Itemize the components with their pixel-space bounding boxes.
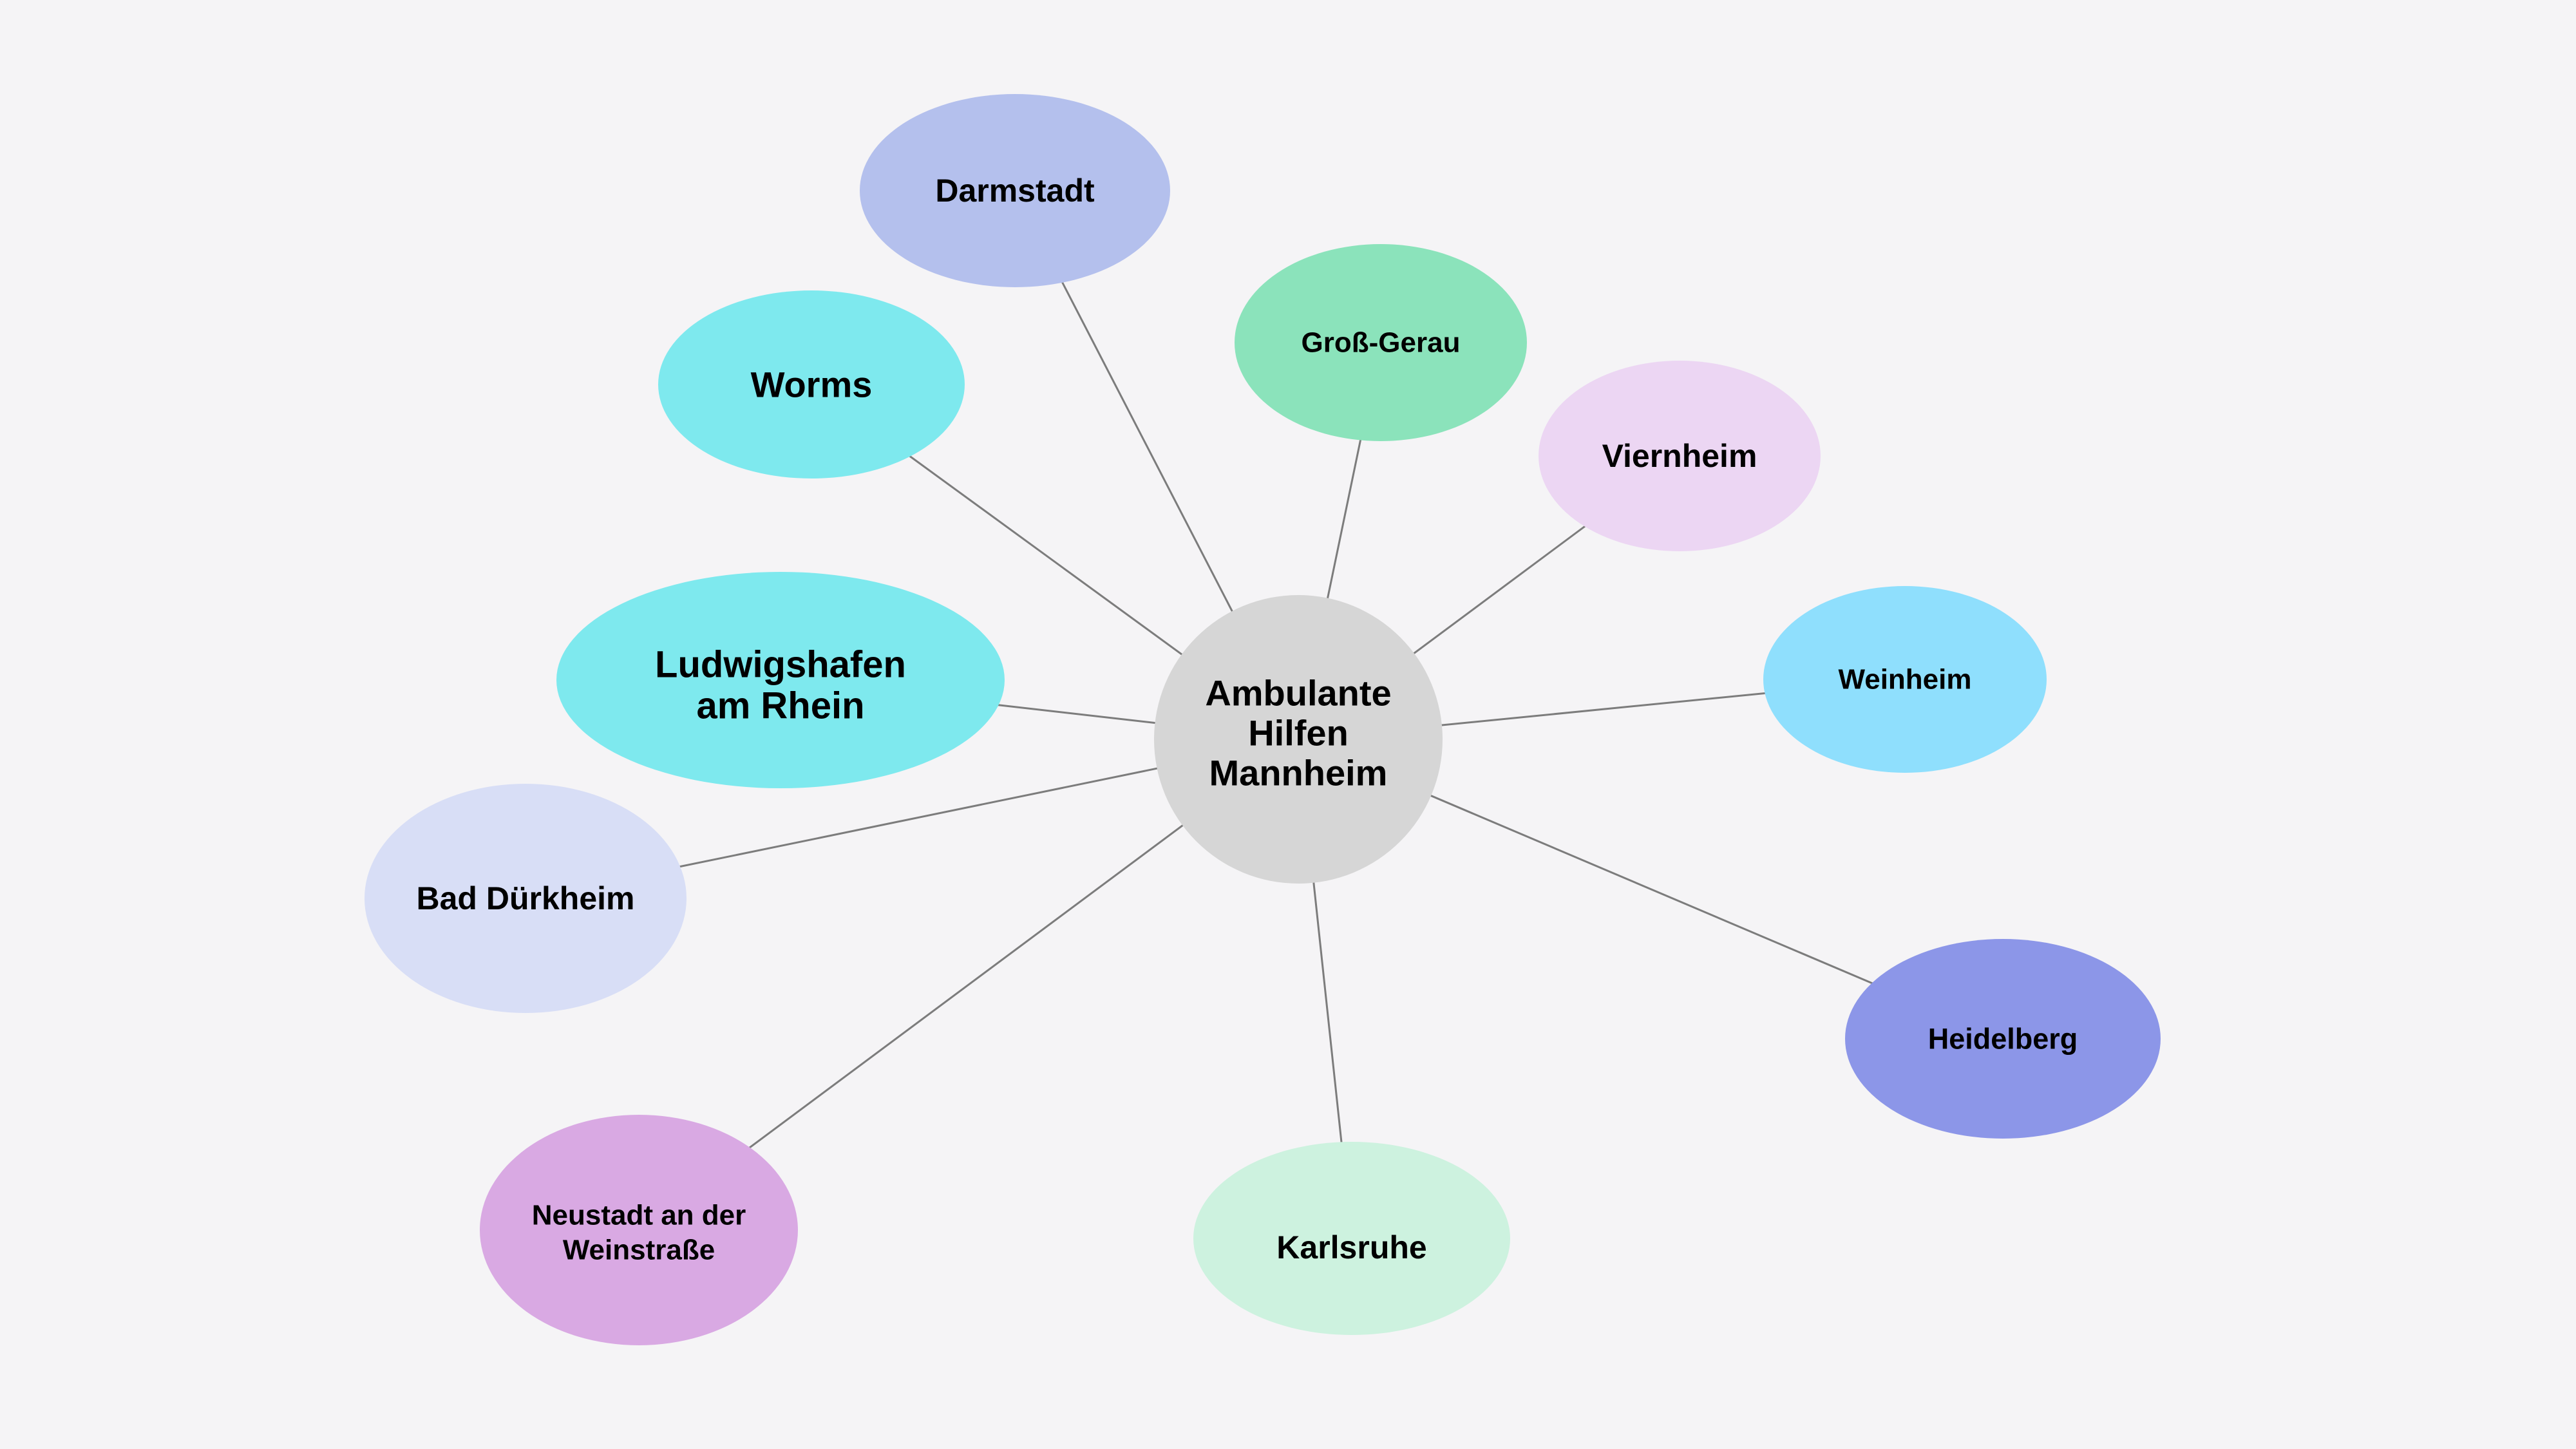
node-shape-ambulante-hilfen-mannheim[interactable] <box>1154 595 1443 884</box>
node-karlsruhe[interactable]: Karlsruhe <box>1193 1142 1510 1335</box>
node-gross-gerau[interactable]: Groß-Gerau <box>1235 244 1527 441</box>
node-label-bad-duerkheim: Bad Dürkheim <box>417 880 635 916</box>
node-shape-heidelberg[interactable] <box>1845 939 2161 1139</box>
node-shape-viernheim[interactable] <box>1539 361 1821 551</box>
node-shape-darmstadt[interactable] <box>860 94 1170 287</box>
node-shape-karlsruhe[interactable] <box>1193 1142 1510 1335</box>
node-heidelberg[interactable]: Heidelberg <box>1845 939 2161 1139</box>
node-label-viernheim: Viernheim <box>1602 438 1757 474</box>
node-shape-worms[interactable] <box>658 290 965 478</box>
node-worms[interactable]: Worms <box>658 290 965 478</box>
node-label-darmstadt: Darmstadt <box>935 173 1095 209</box>
node-shape-bad-duerkheim[interactable] <box>365 784 687 1013</box>
node-label-karlsruhe: Karlsruhe <box>1276 1229 1426 1265</box>
node-shape-weinheim[interactable] <box>1763 586 2047 773</box>
diagram-nodes: DarmstadtGroß-GerauViernheimWeinheimHeid… <box>365 94 2161 1345</box>
node-bad-duerkheim[interactable]: Bad Dürkheim <box>365 784 687 1013</box>
node-viernheim[interactable]: Viernheim <box>1539 361 1821 551</box>
node-shape-neustadt-an-der-weinstrasse[interactable] <box>480 1115 798 1345</box>
node-label-worms: Worms <box>751 365 873 405</box>
node-label-heidelberg: Heidelberg <box>1928 1023 2078 1056</box>
node-label-weinheim: Weinheim <box>1838 664 1971 696</box>
node-shape-ludwigshafen-am-rhein[interactable] <box>556 572 1005 788</box>
node-darmstadt[interactable]: Darmstadt <box>860 94 1170 287</box>
node-weinheim[interactable]: Weinheim <box>1763 586 2047 773</box>
node-shape-gross-gerau[interactable] <box>1235 244 1527 441</box>
node-label-gross-gerau: Groß-Gerau <box>1302 327 1461 359</box>
